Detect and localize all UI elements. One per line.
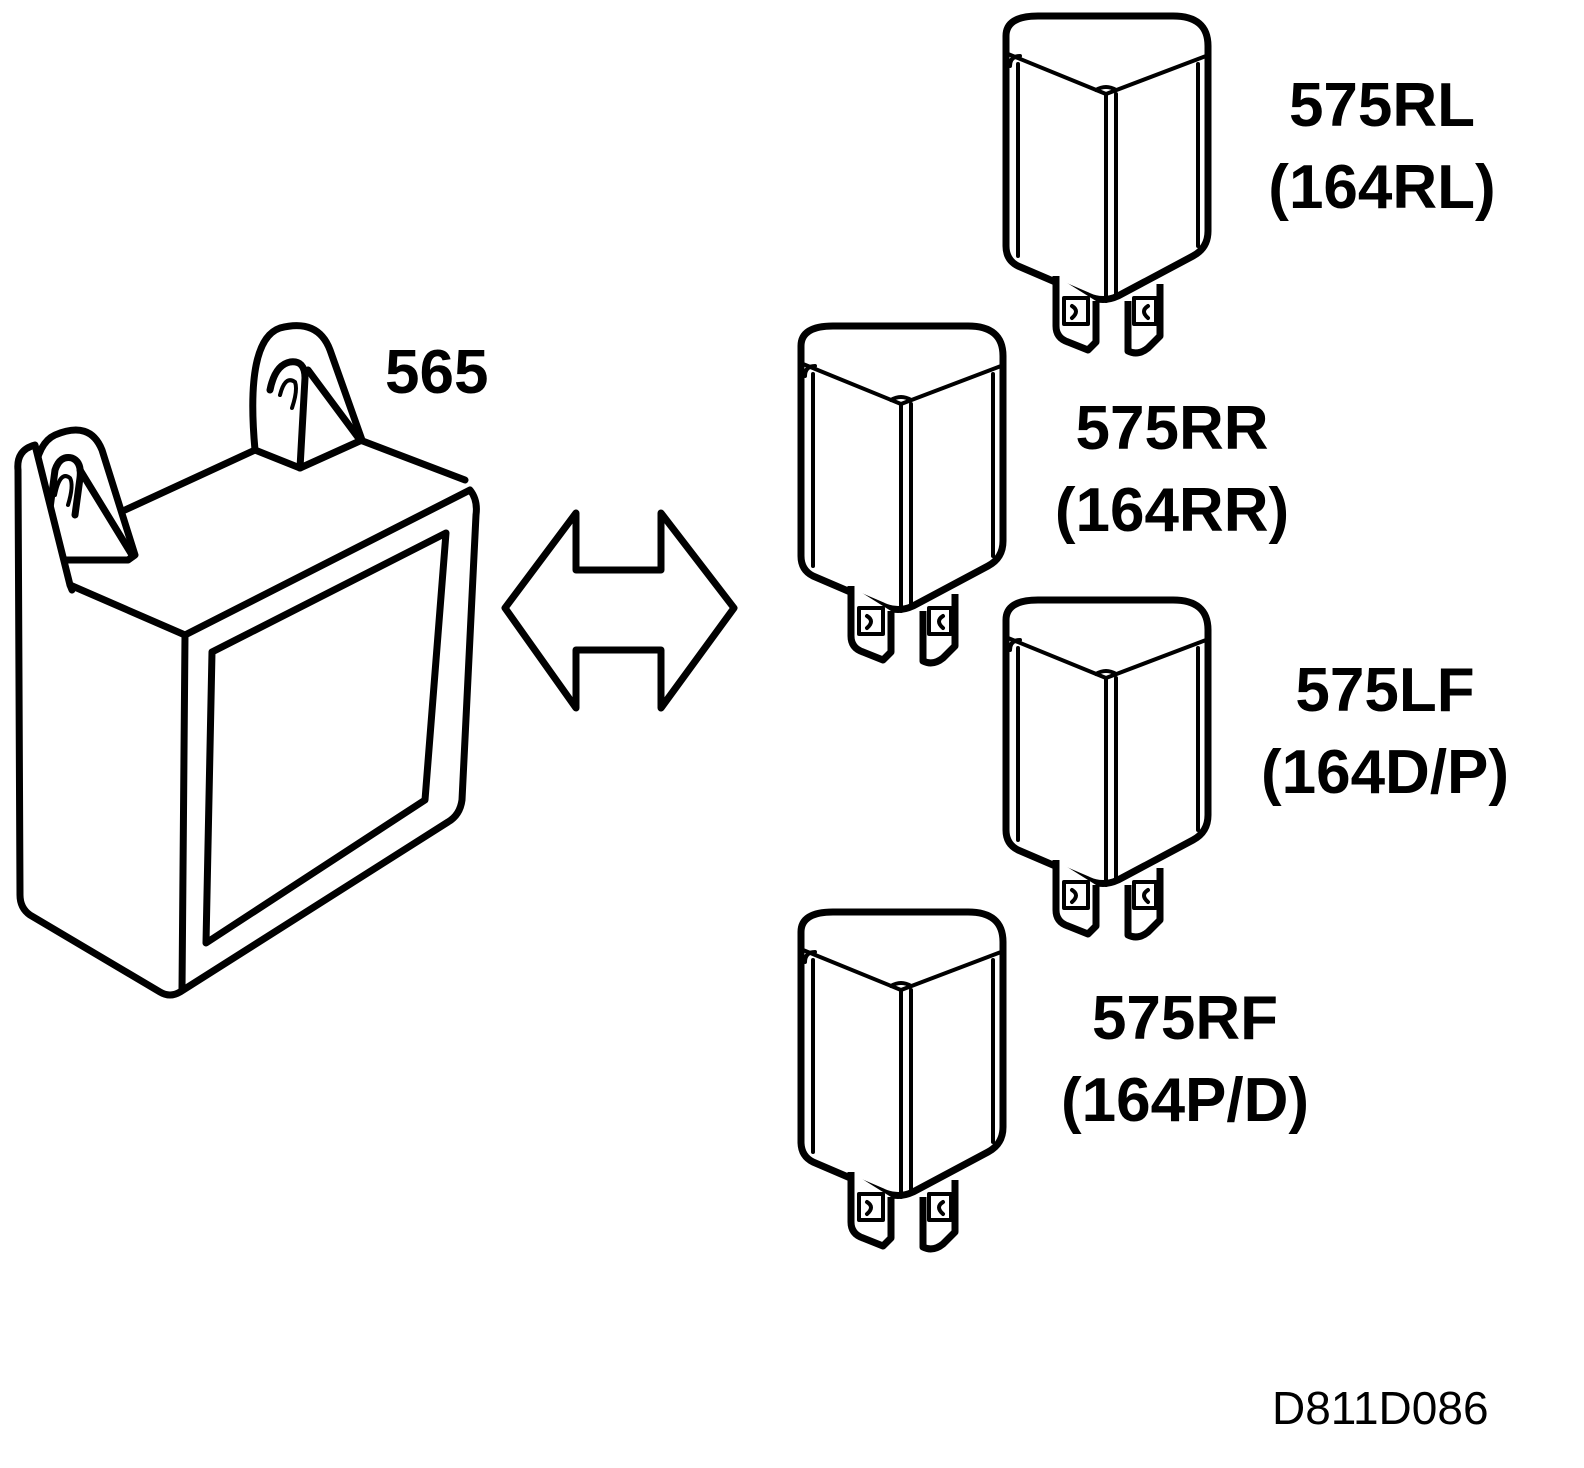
relay-alt-code: (164P/D) <box>1060 1066 1310 1135</box>
relay-alt-code: (164D/P) <box>1260 738 1510 807</box>
relay-575rl-icon <box>1006 16 1208 353</box>
module-label: 565 <box>385 338 489 407</box>
relay-575lf-icon <box>1006 600 1208 937</box>
figure-reference: D811D086 <box>1272 1382 1489 1434</box>
relay-alt-code: (164RL) <box>1268 153 1496 222</box>
relay-code: 575RF <box>1091 984 1279 1053</box>
relay-label-575rr: 575RR (164RR) <box>1022 398 1322 542</box>
relay-alt-code: (164RR) <box>1054 476 1290 545</box>
double-arrow-icon <box>501 509 738 712</box>
control-module-565 <box>14 322 480 999</box>
relay-label-575lf: 575LF (164D/P) <box>1230 660 1540 804</box>
relay-575rf-icon <box>801 912 1003 1249</box>
relay-code: 575RR <box>1075 394 1269 463</box>
relay-label-575rl: 575RL (164RL) <box>1232 75 1532 219</box>
relay-label-575rf: 575RF (164P/D) <box>1030 988 1340 1132</box>
relay-code: 575LF <box>1295 656 1475 725</box>
relay-575rr-icon <box>801 326 1003 663</box>
relay-code: 575RL <box>1288 71 1476 140</box>
